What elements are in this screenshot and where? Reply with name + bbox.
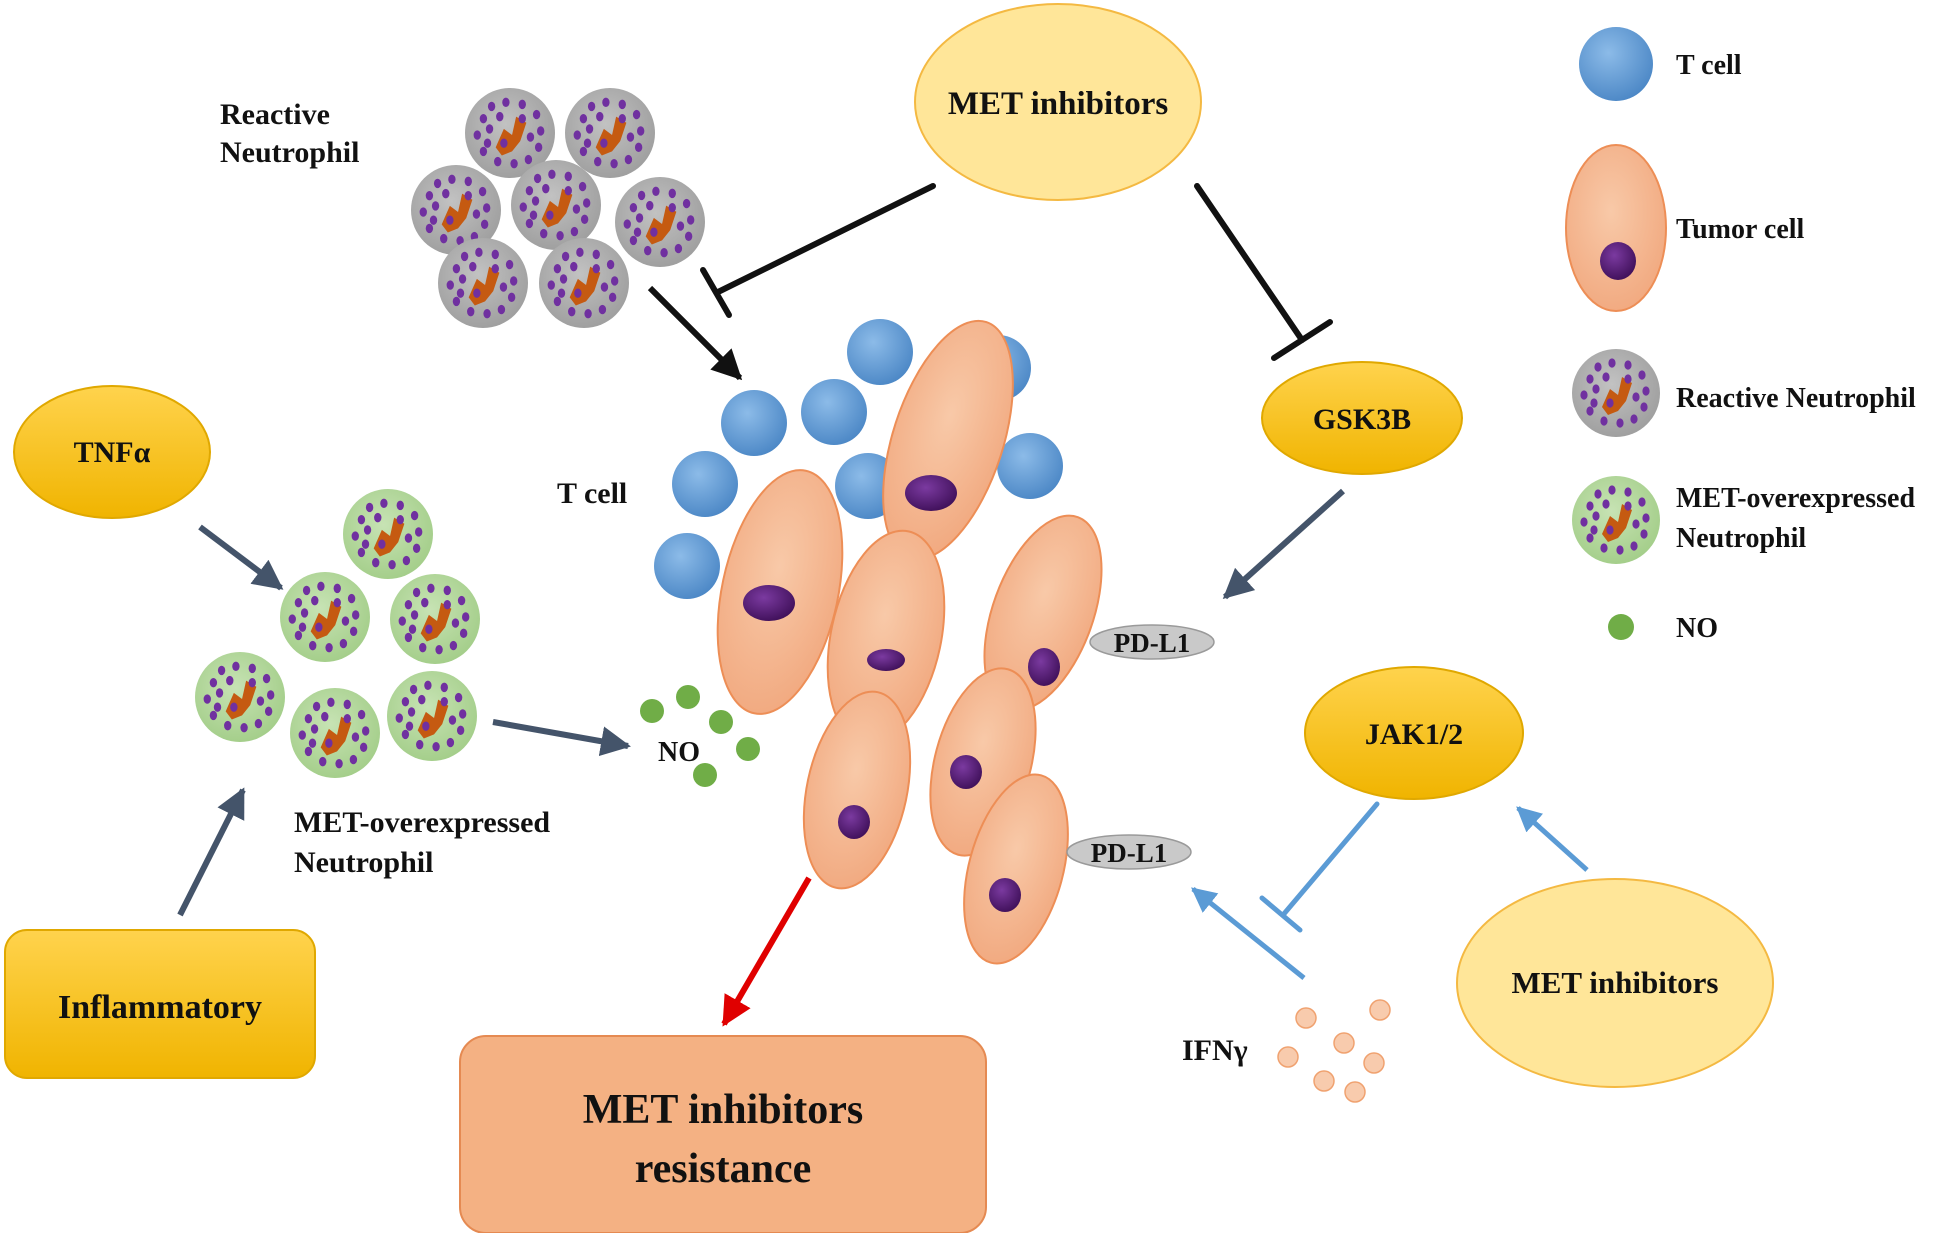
met-overexpressed-neutrophil (343, 489, 433, 579)
reactive-neutrophil (465, 88, 555, 178)
met-neutrophil-label: MET-overexpressed Neutrophil (294, 806, 558, 879)
legend-item-tumor-cell: Tumor cell (1565, 144, 1805, 312)
svg-text:PD-L1: PD-L1 (1114, 628, 1191, 658)
met-inhibitors-top: MET inhibitors (914, 3, 1202, 201)
neutrophil-to-tcell-arrow (647, 285, 743, 381)
jak-node: JAK1/2 (1304, 666, 1524, 800)
svg-text:resistance: resistance (635, 1146, 812, 1192)
svg-text:PD-L1: PD-L1 (1091, 838, 1168, 868)
tumor-cell (802, 690, 912, 890)
tnfa-node: TNFα (13, 385, 211, 519)
svg-text:MET inhibitors: MET inhibitors (583, 1087, 863, 1133)
legend-item-t-cell: T cell (1579, 27, 1742, 101)
svg-text:T cell: T cell (1676, 50, 1742, 81)
svg-text:Inflammatory: Inflammatory (58, 989, 262, 1026)
reactive-neutrophil (565, 88, 655, 178)
ifng-to-pdl1-arrow (1191, 887, 1306, 980)
met-inhibitors-bottom: MET inhibitors (1456, 878, 1774, 1088)
met-overexpressed-neutrophil (195, 652, 285, 742)
reactive-neutrophil (511, 160, 601, 250)
svg-text:JAK1/2: JAK1/2 (1365, 718, 1463, 751)
t-cell-label: T cell (557, 477, 627, 510)
svg-text:MET inhibitors: MET inhibitors (1511, 965, 1718, 1000)
svg-text:Neutrophil: Neutrophil (1676, 523, 1806, 554)
met-overexpressed-neutrophil (290, 688, 380, 778)
inflammatory-node: Inflammatory (4, 929, 316, 1079)
t-cell (672, 451, 738, 517)
met-overexpressed-neutrophil (390, 574, 480, 664)
ifng-cluster (1277, 999, 1391, 1103)
met-overexpressed-neutrophil (387, 671, 477, 761)
tumor-cell (826, 529, 946, 745)
svg-text:GSK3B: GSK3B (1313, 403, 1411, 436)
met-inhibits-neutrophil-arrow (700, 183, 936, 318)
t-cell (721, 390, 787, 456)
reactive-neutrophil (411, 165, 501, 255)
no-label: NO (658, 737, 700, 768)
reactive-neutrophil (438, 238, 528, 328)
t-cell (847, 319, 913, 385)
tumor-cell (882, 319, 1014, 561)
legend-item-no: NO (1608, 613, 1718, 644)
legend-item-met-neutrophil: MET-overexpressed Neutrophil (1572, 476, 1915, 564)
ifng-label: IFNγ (1182, 1034, 1248, 1067)
tumor-cell-cluster (654, 319, 1103, 965)
legend-item-reactive-neutrophil: Reactive Neutrophil (1572, 349, 1916, 437)
svg-text:MET inhibitors: MET inhibitors (948, 86, 1169, 122)
pd-l1-lower: PD-L1 (1066, 834, 1192, 870)
pd-l1-upper: PD-L1 (1089, 624, 1215, 660)
gsk3b-to-pdl1-arrow (1222, 488, 1346, 600)
legend: T cell Tumor cell Reactive Neutrophil ME… (1565, 27, 1916, 644)
jak-inhibits-ifng (1259, 801, 1380, 933)
tumor-to-resistance-arrow (721, 876, 812, 1027)
inflammatory-to-neutrophil-arrow (177, 787, 246, 917)
t-cell (801, 379, 867, 445)
reactive-neutrophil-cluster (411, 88, 705, 328)
svg-text:NO: NO (1676, 613, 1718, 644)
svg-text:Reactive Neutrophil: Reactive Neutrophil (1676, 383, 1916, 414)
t-cell (997, 433, 1063, 499)
met-to-jak-arrow (1516, 806, 1589, 872)
reactive-neutrophil-icon (1572, 349, 1660, 437)
tnfa-to-neutrophil-arrow (198, 524, 284, 591)
reactive-neutrophil (539, 238, 629, 328)
neutrophil-to-no-arrow (492, 719, 631, 757)
met-inhibits-gsk3b (1194, 183, 1333, 361)
tumor-cell (963, 773, 1069, 965)
tumor-cell (716, 469, 844, 715)
svg-text:TNFα: TNFα (74, 436, 151, 469)
met-neutrophil-icon (1572, 476, 1660, 564)
met-overexpressed-neutrophil (280, 572, 370, 662)
svg-text:Tumor cell: Tumor cell (1676, 214, 1805, 245)
reactive-neutrophil-label: Reactive Neutrophil (220, 98, 359, 169)
met-overexpressed-neutrophil-cluster (195, 489, 480, 778)
reactive-neutrophil (615, 177, 705, 267)
svg-text:MET-overexpressed: MET-overexpressed (1676, 483, 1915, 514)
no-cluster (640, 685, 760, 787)
t-cell (654, 533, 720, 599)
gsk3b-node: GSK3B (1261, 361, 1463, 475)
resistance-box: MET inhibitors resistance (459, 1035, 987, 1233)
